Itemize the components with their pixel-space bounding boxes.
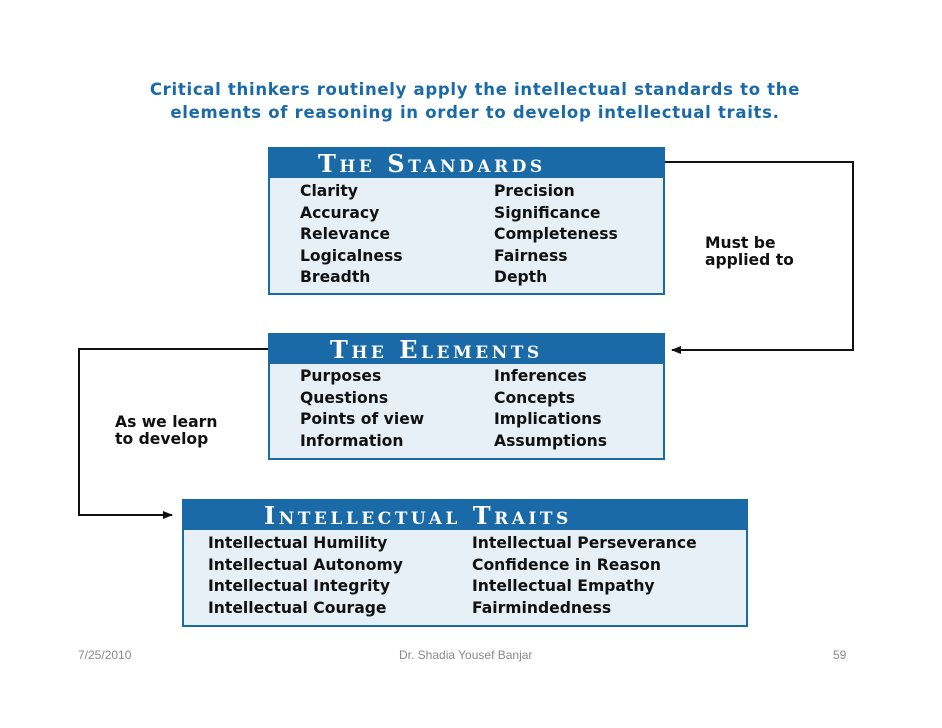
traits-title: Intellectual Traits [184,501,746,530]
applied-to-label-line-2: applied to [705,251,794,269]
traits-column-2: Intellectual Perseverance Confidence in … [472,533,697,619]
trait-item: Intellectual Perseverance [472,534,697,552]
standard-item: Depth [494,268,548,287]
standard-item: Significance [494,203,601,222]
elements-box: The Elements Purposes Questions Points o… [268,333,665,460]
standard-item: Clarity [300,182,358,200]
standard-item: Breadth [300,268,371,287]
standards-column-2: Precision Significance Completeness Fair… [494,181,618,289]
heading-line-2: elements of reasoning in order to develo… [170,103,780,122]
standard-item: Logicalness [300,246,403,265]
element-item: Questions [300,388,389,407]
element-item: Assumptions [494,431,608,450]
trait-item: Intellectual Integrity [208,577,391,596]
element-item: Points of view [300,410,425,429]
arrow-elements-to-traits [78,348,268,519]
footer-page-number: 59 [833,648,847,662]
element-item: Implications [494,410,602,429]
standards-box: The Standards Clarity Accuracy Relevance… [268,147,665,295]
trait-item: Fairmindedness [472,598,612,617]
applied-to-label-line-1: Must be [705,234,776,252]
standard-item: Accuracy [300,203,380,222]
trait-item: Intellectual Humility [208,534,388,552]
element-item: Information [300,431,404,450]
standard-item: Completeness [494,225,618,244]
learn-to-develop-label-line-2: to develop [115,430,209,448]
applied-to-label: Must be applied to [705,235,794,269]
standard-item: Precision [494,182,575,200]
element-item: Inferences [494,367,587,385]
standards-column-1: Clarity Accuracy Relevance Logicalness B… [300,181,403,289]
learn-to-develop-label-line-1: As we learn [115,413,218,431]
standard-item: Relevance [300,225,391,244]
elements-column-2: Inferences Concepts Implications Assumpt… [494,366,607,452]
footer-author: Dr. Shadia Yousef Banjar [399,648,533,662]
elements-title: The Elements [270,335,663,364]
standard-item: Fairness [494,246,568,265]
learn-to-develop-label: As we learn to develop [115,414,217,448]
standards-title: The Standards [270,149,663,178]
arrow-standards-to-elements [665,161,854,354]
heading-line-1: Critical thinkers routinely apply the in… [149,80,801,99]
element-item: Concepts [494,388,575,407]
trait-item: Intellectual Courage [208,598,387,617]
elements-column-1: Purposes Questions Points of view Inform… [300,366,424,452]
trait-item: Intellectual Empathy [472,577,655,596]
traits-box: Intellectual Traits Intellectual Humilit… [182,499,748,627]
footer-date: 7/25/2010 [78,648,132,662]
trait-item: Intellectual Autonomy [208,555,403,574]
element-item: Purposes [300,367,382,385]
trait-item: Confidence in Reason [472,555,661,574]
traits-column-1: Intellectual Humility Intellectual Auton… [208,533,403,619]
